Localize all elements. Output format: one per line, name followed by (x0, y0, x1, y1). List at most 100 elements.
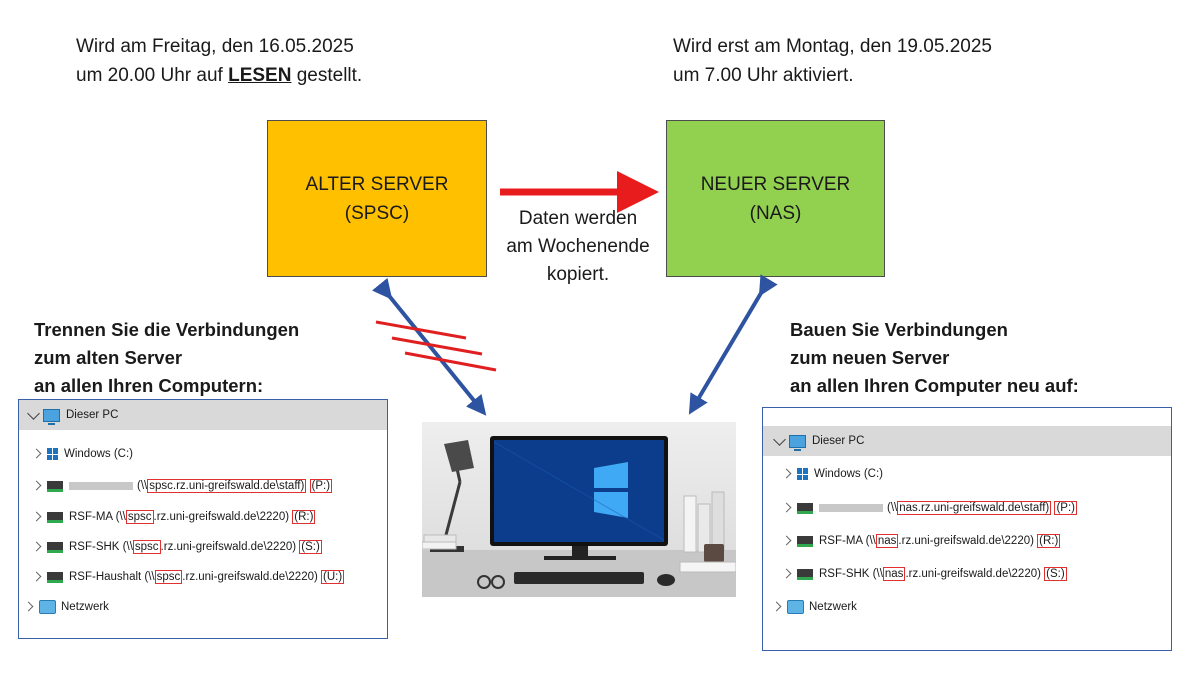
tree-item-windows[interactable]: Windows (C:) (781, 468, 884, 480)
note-right-line2: um 7.00 Uhr aktiviert. (673, 65, 854, 86)
strike-line-1 (375, 320, 467, 340)
new-server-sub: (NAS) (749, 202, 802, 224)
new-server-name: NEUER SERVER (700, 173, 851, 195)
new-server-connection-arrow (688, 274, 778, 415)
note-left-read-keyword: LESEN (228, 65, 292, 86)
drive-host-highlight: spsc (125, 510, 154, 524)
tree-item-staff-drive[interactable]: (\\nas.rz.uni-greifswald.de\staff) (P:) (781, 501, 1077, 515)
desktop-scene (422, 436, 736, 597)
network-drive-icon (47, 480, 63, 492)
drive-path-suffix: .rz.uni-greifswald.de\2220) (160, 541, 297, 553)
chevron-right-icon[interactable] (31, 541, 47, 553)
drive-path-prefix: RSF-SHK (\\ (69, 541, 133, 553)
drive-path-prefix: (\\ (137, 480, 148, 492)
chevron-right-icon[interactable] (781, 468, 797, 480)
explorer-new-drives: Dieser PC Windows (C:) (\\nas.rz.uni-gre… (762, 407, 1172, 651)
drive-host-highlight: spsc (132, 540, 161, 554)
old-server-connection-arrow (371, 277, 487, 416)
instr-right-line2: zum neuen Server (790, 347, 950, 368)
instr-left-line2: zum alten Server (34, 347, 183, 368)
note-left-line2: um 20.00 Uhr auf LESEN gestellt. (76, 61, 362, 90)
explorer-right-header[interactable]: Dieser PC (763, 426, 1171, 456)
instructions-disconnect: Trennen Sie die Verbindungen zum alten S… (34, 316, 299, 400)
drive-path-prefix: RSF-SHK (\\ (819, 568, 883, 580)
drive-host-highlight: nas.rz.uni-greifswald.de\staff) (897, 501, 1052, 515)
chevron-right-icon[interactable] (31, 511, 47, 523)
tree-item-network[interactable]: Netzwerk (23, 600, 109, 614)
note-left-line1: Wird am Freitag, den 16.05.2025 (76, 36, 354, 57)
chevron-down-icon[interactable] (773, 433, 789, 447)
drive-host-highlight: nas (882, 567, 906, 581)
windows-drive-label: Windows (C:) (64, 448, 134, 460)
copy-caption-line3: kopiert. (546, 264, 610, 285)
drive-host-highlight: spsc (154, 570, 183, 584)
network-drive-icon (47, 541, 63, 553)
drive-letter-highlight: (S:) (1044, 567, 1067, 581)
explorer-old-drives: Dieser PC Windows (C:) (\\spsc.rz.uni-gr… (18, 399, 388, 639)
drive-letter-highlight: (S:) (299, 540, 322, 554)
note-new-server-activation: Wird erst am Montag, den 19.05.2025 um 7… (673, 32, 992, 90)
tree-item-staff-drive[interactable]: (\\spsc.rz.uni-greifswald.de\staff) (P:) (31, 479, 333, 493)
copy-caption: Daten werden am Wochenende kopiert. (488, 205, 668, 289)
computer-icon (789, 434, 806, 451)
chevron-right-icon[interactable] (31, 571, 47, 583)
copy-caption-line1: Daten werden (518, 208, 638, 229)
network-drive-icon (797, 535, 813, 547)
network-drive-icon (47, 571, 63, 583)
chevron-right-icon[interactable] (781, 568, 797, 580)
desktop-computer-illustration (422, 422, 736, 597)
drive-letter-highlight: (P:) (309, 479, 333, 493)
old-server-sub: (SPSC) (344, 202, 410, 224)
drive-path-prefix: RSF-MA (\\ (69, 511, 126, 523)
drive-path-suffix: .rz.uni-greifswald.de\2220) (153, 511, 290, 523)
strike-line-2 (391, 336, 483, 356)
explorer-left-header[interactable]: Dieser PC (19, 400, 387, 430)
chevron-right-icon[interactable] (771, 601, 787, 613)
chevron-down-icon[interactable] (27, 407, 43, 421)
drive-host-highlight: nas (875, 534, 899, 548)
copy-caption-line2: am Wochenende (506, 236, 650, 257)
note-left-line2-pre: um 20.00 Uhr auf (76, 65, 229, 86)
instr-left-line1: Trennen Sie die Verbindungen (34, 319, 300, 340)
tree-item-rsf-ma[interactable]: RSF-MA (\\nas.rz.uni-greifswald.de\2220)… (781, 534, 1061, 548)
tree-item-network[interactable]: Netzwerk (771, 600, 857, 614)
network-drive-icon (797, 568, 813, 580)
note-old-server-read-only: Wird am Freitag, den 16.05.2025 um 20.00… (76, 32, 362, 90)
chevron-right-icon[interactable] (23, 601, 39, 613)
old-server-box: ALTER SERVER (SPSC) (267, 120, 487, 277)
drive-letter-highlight: (R:) (1037, 534, 1061, 548)
chevron-right-icon[interactable] (781, 535, 797, 547)
this-pc-label: Dieser PC (812, 435, 865, 447)
drive-path-prefix: RSF-Haushalt (\\ (69, 571, 155, 583)
drive-path-prefix: RSF-MA (\\ (819, 535, 876, 547)
network-label: Netzwerk (61, 601, 109, 613)
instr-right-line3: an allen Ihren Computer neu auf: (790, 375, 1079, 396)
drive-path-suffix: .rz.uni-greifswald.de\2220) (182, 571, 318, 583)
network-drive-icon (797, 502, 813, 514)
redacted-name (69, 482, 133, 490)
tree-item-rsf-shk[interactable]: RSF-SHK (\\nas.rz.uni-greifswald.de\2220… (781, 567, 1067, 581)
network-label: Netzwerk (809, 601, 857, 613)
drive-path-prefix: (\\ (887, 502, 898, 514)
old-server-name: ALTER SERVER (305, 173, 449, 195)
drive-path-suffix: .rz.uni-greifswald.de\2220) (905, 568, 1041, 580)
windows-drive-icon (47, 448, 59, 460)
strike-line-3 (404, 351, 497, 372)
redacted-name (819, 504, 883, 512)
tree-item-windows[interactable]: Windows (C:) (31, 448, 134, 460)
chevron-right-icon[interactable] (781, 502, 797, 514)
note-right-line1: Wird erst am Montag, den 19.05.2025 (673, 36, 992, 57)
windows-drive-label: Windows (C:) (814, 468, 884, 480)
chevron-right-icon[interactable] (31, 480, 47, 492)
tree-item-rsf-ma[interactable]: RSF-MA (\\spsc.rz.uni-greifswald.de\2220… (31, 510, 316, 524)
drive-path-suffix: .rz.uni-greifswald.de\2220) (898, 535, 1034, 547)
windows-drive-icon (797, 468, 809, 480)
tree-item-rsf-haushalt[interactable]: RSF-Haushalt (\\spsc.rz.uni-greifswald.d… (31, 570, 345, 584)
tree-item-rsf-shk[interactable]: RSF-SHK (\\spsc.rz.uni-greifswald.de\222… (31, 540, 322, 554)
drive-letter-highlight: (P:) (1054, 501, 1077, 515)
network-icon (39, 600, 56, 614)
drive-letter-highlight: (R:) (292, 510, 316, 524)
instr-right-line1: Bauen Sie Verbindungen (790, 319, 1008, 340)
this-pc-label: Dieser PC (66, 409, 119, 421)
chevron-right-icon[interactable] (31, 448, 47, 460)
